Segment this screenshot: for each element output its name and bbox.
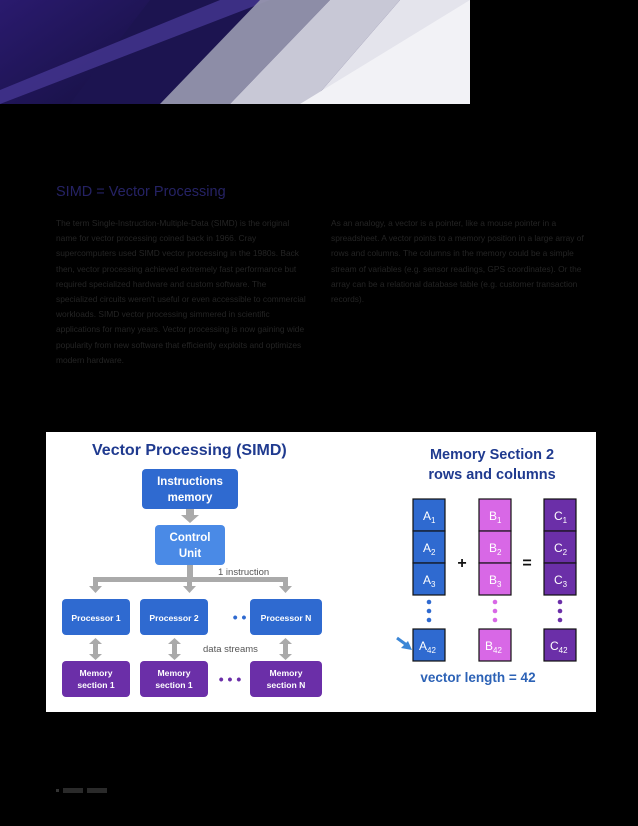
memory-ellipsis: • • •	[219, 671, 242, 687]
processor-n-label: Processor N	[261, 613, 312, 623]
cell-c3	[543, 562, 577, 596]
control-label-2: Unit	[179, 548, 202, 560]
cell-c1	[543, 498, 577, 532]
data-arrow-shaft	[283, 643, 288, 655]
cell-b42	[478, 628, 512, 662]
memory-n-label-1: Memory	[270, 668, 303, 678]
cell-b42-label: B42	[485, 639, 502, 655]
arrow-up-icon	[89, 638, 102, 644]
instructions-label-2: memory	[168, 492, 213, 504]
paragraph-right: As an analogy, a vector is a pointer, li…	[331, 218, 584, 305]
arrow-up-icon	[168, 638, 181, 644]
cell-c1-label: C1	[554, 509, 568, 525]
page-footer-marker	[56, 788, 107, 793]
branch-right	[283, 577, 288, 586]
arrow-down-icon	[181, 515, 199, 523]
control-label-1: Control	[170, 532, 211, 544]
arrow-down-icon	[279, 654, 292, 660]
cell-c42	[543, 628, 577, 662]
arrow-down-icon	[89, 654, 102, 660]
arrow-up-icon	[279, 638, 292, 644]
cell-b2-label: B2	[489, 541, 502, 557]
data-streams-note: data streams	[203, 644, 258, 655]
equals-sign: =	[522, 555, 531, 572]
footer-dot	[56, 789, 59, 792]
cell-b1	[478, 498, 512, 532]
cell-a2-label: A2	[423, 541, 436, 557]
branch-stem	[187, 565, 193, 579]
banner-graphic	[0, 0, 470, 104]
arrow-down-icon	[168, 654, 181, 660]
memory-2-label-1: Memory	[158, 668, 191, 678]
dot-icon	[557, 617, 563, 623]
instructions-memory-box	[142, 469, 238, 509]
cell-a3-label: A3	[423, 573, 436, 589]
memory-section-title-1: Memory Section 2	[430, 447, 554, 463]
processor-n-box	[250, 599, 322, 635]
cell-a3	[412, 562, 446, 596]
diagram-left-title: Vector Processing (SIMD)	[92, 442, 287, 459]
branch-left	[93, 577, 98, 586]
branch-mid	[187, 577, 192, 586]
instruction-note: 1 instruction	[218, 567, 269, 578]
memory-section-n-box	[250, 661, 322, 697]
section-heading: SIMD = Vector Processing	[56, 184, 226, 200]
dot-icon	[557, 599, 563, 605]
footer-bar	[63, 788, 83, 793]
arrow-down-icon	[89, 586, 102, 593]
arrow-down-icon	[183, 586, 196, 593]
column-c: C1 C2 C3 C42	[543, 498, 577, 662]
data-arrow-shaft	[93, 643, 98, 655]
dot-icon	[426, 617, 432, 623]
dot-icon	[492, 617, 498, 623]
cell-c2	[543, 530, 577, 564]
processor-ellipsis: • • •	[233, 609, 256, 625]
pointer-arrow-icon	[396, 636, 412, 650]
data-arrow-shaft	[172, 643, 177, 655]
instructions-label-1: Instructions	[157, 476, 223, 488]
cell-a42-label: A42	[419, 639, 436, 655]
paragraph-left: The term Single-Instruction-Multiple-Dat…	[56, 218, 306, 365]
column-a: A1 A2 A3 A42	[412, 498, 446, 662]
cell-b3-label: B3	[489, 573, 502, 589]
processor-2-box	[140, 599, 208, 635]
memory-2-label-2: section 1	[155, 680, 192, 690]
arrow-down-icon	[279, 586, 292, 593]
memory-1-label-2: section 1	[77, 680, 114, 690]
cell-a1-label: A1	[423, 509, 436, 525]
processor-2-label: Processor 2	[149, 613, 198, 623]
cell-b3	[478, 562, 512, 596]
cell-a42	[412, 628, 446, 662]
processor-1-label: Processor 1	[71, 613, 120, 623]
control-unit-box	[155, 525, 225, 565]
vector-length-label: vector length = 42	[420, 670, 535, 685]
column-b: B1 B2 B3 B42	[478, 498, 512, 662]
footer-bar	[87, 788, 107, 793]
memory-1-label-1: Memory	[80, 668, 113, 678]
processor-1-box	[62, 599, 130, 635]
cell-c3-label: C3	[554, 573, 568, 589]
plus-sign: +	[457, 555, 466, 572]
simd-diagram: Vector Processing (SIMD) Instructions me…	[46, 432, 596, 712]
dot-icon	[426, 608, 432, 614]
dot-icon	[557, 608, 563, 614]
memory-n-label-2: section N	[267, 680, 306, 690]
memory-section-1-box	[62, 661, 130, 697]
arrow-shaft	[186, 509, 194, 515]
cell-b1-label: B1	[489, 509, 502, 525]
memory-section-title-2: rows and columns	[428, 467, 555, 483]
cell-c2-label: C2	[554, 541, 568, 557]
dot-icon	[426, 599, 432, 605]
memory-section-2-box	[140, 661, 208, 697]
dot-icon	[492, 599, 498, 605]
dot-icon	[492, 608, 498, 614]
cell-c42-label: C42	[550, 639, 568, 655]
